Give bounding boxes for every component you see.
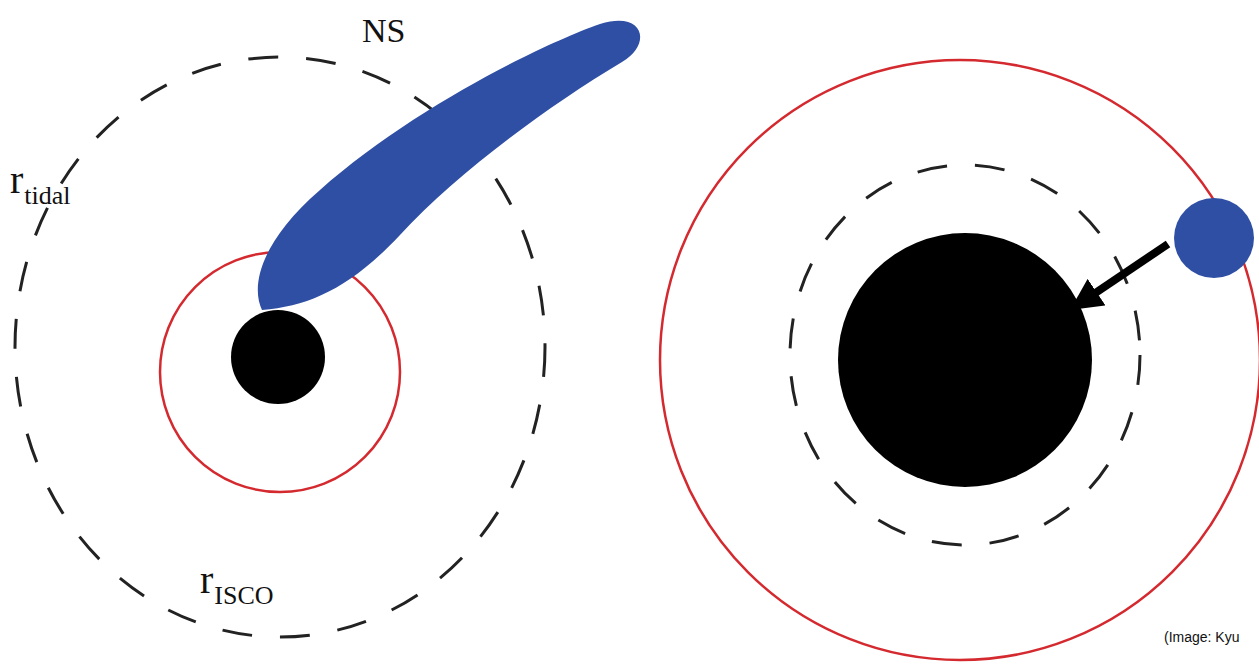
neutron-star bbox=[1174, 198, 1254, 278]
radius-symbol: r bbox=[200, 560, 213, 600]
black-hole bbox=[231, 310, 325, 404]
plunge-arrow bbox=[1082, 244, 1168, 302]
image-credit: (Image: Kyu bbox=[1164, 630, 1239, 644]
radius-subscript: tidal bbox=[24, 183, 70, 209]
isco-radius bbox=[660, 60, 1259, 660]
tidal-radius bbox=[790, 165, 1140, 545]
star-label: NS bbox=[362, 14, 405, 48]
neutron-star-disrupted bbox=[258, 21, 640, 310]
radius-subscript: ISCO bbox=[214, 583, 273, 609]
black-hole bbox=[838, 233, 1092, 487]
radius-symbol: r bbox=[10, 160, 23, 200]
